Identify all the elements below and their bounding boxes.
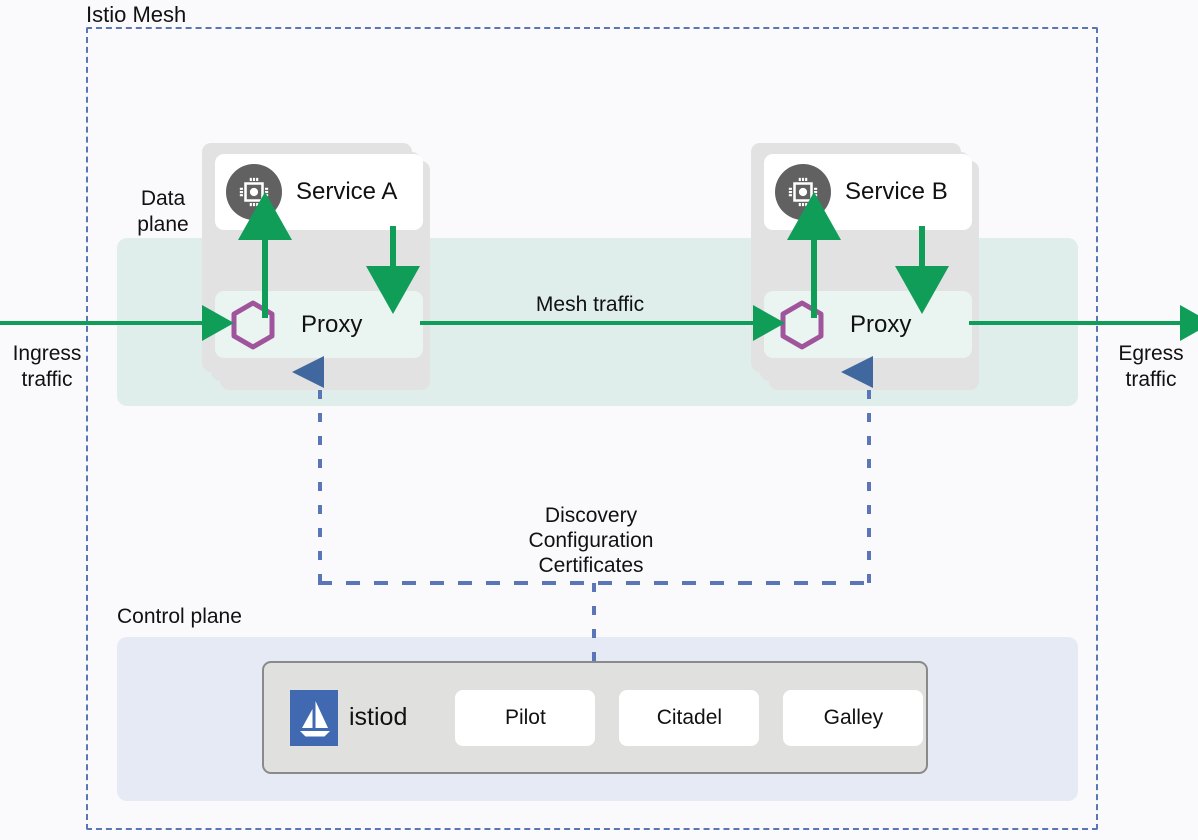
data-plane-label: Data plane [137,187,189,236]
hexagon-icon [227,299,279,351]
proxy-b-box[interactable]: Proxy [764,291,972,358]
proxy-a-label: Proxy [301,310,363,338]
component-citadel[interactable]: Citadel [619,689,760,746]
discovery-configuration-certificates-label: Discovery Configuration Certificates [528,504,654,577]
component-pilot[interactable]: Pilot [455,689,596,746]
ingress-traffic-label: Ingress traffic [12,342,82,391]
service-a-box[interactable]: Service A [215,154,423,230]
proxy-a-box[interactable]: Proxy [215,291,423,358]
istiod-label: istiod [349,703,408,731]
service-b-label: Service B [845,178,948,205]
egress-traffic-label: Egress traffic [1118,342,1184,391]
control-plane-label: Control plane [117,605,242,628]
istio-mesh-boundary [86,27,1098,830]
proxy-b-label: Proxy [850,310,912,338]
workload-service-b: Service B Proxy [751,143,979,390]
service-b-box[interactable]: Service B [764,154,972,230]
mesh-traffic-label: Mesh traffic [535,293,645,316]
mesh-title: Istio Mesh [86,2,187,27]
component-galley[interactable]: Galley [783,689,924,746]
cpu-chip-icon [775,164,831,220]
istio-sail-logo-icon [290,689,338,746]
istiod-container[interactable]: istiod Pilot Citadel Galley [262,661,928,774]
workload-service-a: Service A Proxy [202,143,430,390]
cpu-chip-icon [226,164,282,220]
service-a-label: Service A [296,178,398,205]
hexagon-icon [776,299,828,351]
